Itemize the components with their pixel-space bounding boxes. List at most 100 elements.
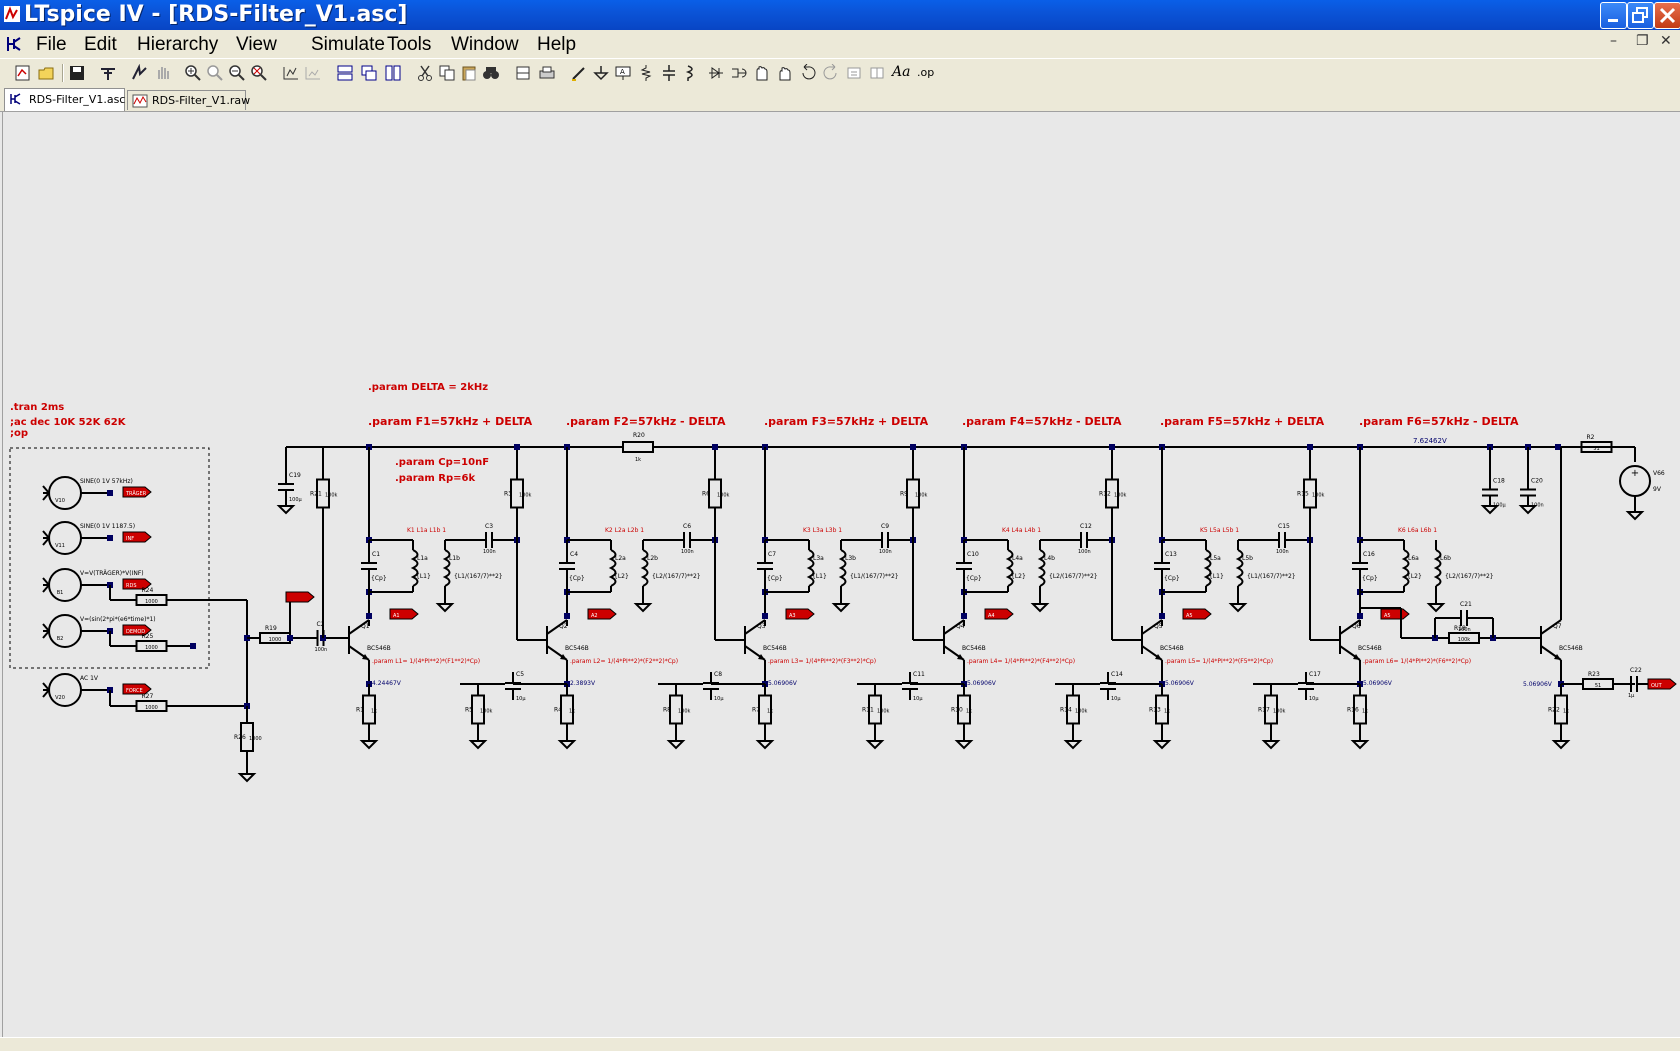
resistor-ref: R12 bbox=[1099, 491, 1111, 498]
window-title: LTspice IV - [RDS-Filter_V1.asc] bbox=[24, 2, 408, 27]
net-flag-label: A5 bbox=[1186, 613, 1193, 619]
zoom-out-icon[interactable] bbox=[228, 64, 246, 82]
resistor-ref: R19 bbox=[265, 625, 277, 632]
menu-edit[interactable]: Edit bbox=[84, 34, 117, 55]
ground-symbol bbox=[755, 740, 775, 750]
menu-help[interactable]: Help bbox=[537, 34, 577, 55]
mdi-restore-button[interactable]: ❐ bbox=[1636, 33, 1649, 49]
resistor-emitter bbox=[560, 694, 574, 725]
capacitor-value: 100µ bbox=[289, 497, 303, 503]
source-ref: V11 bbox=[55, 543, 65, 549]
output-flag bbox=[785, 608, 815, 620]
redo-icon[interactable] bbox=[822, 64, 840, 82]
move-icon[interactable] bbox=[753, 64, 771, 82]
schematic-drawing[interactable]: .tran 2ms;ac dec 10K 52K 62K;op.param DE… bbox=[3, 112, 1679, 1037]
autorange-icon[interactable] bbox=[282, 64, 300, 82]
document-tabs: RDS-Filter_V1.asc RDS-Filter_V1.raw bbox=[0, 87, 1680, 112]
transistor-ref: Q3 bbox=[757, 623, 766, 630]
rotate-icon[interactable] bbox=[845, 64, 863, 82]
directive-tran: .tran 2ms bbox=[10, 402, 64, 413]
run-icon[interactable] bbox=[130, 64, 148, 82]
cascade-icon[interactable] bbox=[360, 64, 378, 82]
resistor-ref: R18 bbox=[1454, 625, 1466, 632]
coupling-directive: K2 L2a L2b 1 bbox=[605, 527, 644, 534]
schematic-doc-icon[interactable] bbox=[5, 34, 25, 54]
capacitor-value: 100n bbox=[483, 549, 496, 555]
ground-icon[interactable] bbox=[592, 64, 610, 82]
menu-hierarchy[interactable]: Hierarchy bbox=[137, 34, 219, 55]
control-panel-icon[interactable] bbox=[99, 64, 117, 82]
capacitor-value: 100n bbox=[1458, 627, 1471, 633]
source-value: V=V(TRÄGER)*V(INF) bbox=[80, 570, 144, 577]
halt-icon[interactable] bbox=[154, 64, 172, 82]
save-icon[interactable] bbox=[68, 64, 86, 82]
spice-directive-button[interactable]: .op bbox=[917, 66, 935, 79]
inductor-ref: L2a bbox=[615, 555, 626, 562]
toolbar-separator bbox=[62, 64, 64, 82]
zoom-fit-icon[interactable] bbox=[250, 64, 268, 82]
mirror-icon[interactable] bbox=[868, 64, 886, 82]
menu-tools[interactable]: Tools bbox=[387, 34, 432, 55]
emitter-arrow bbox=[758, 654, 765, 660]
capacitor-value: 10µ bbox=[714, 696, 724, 702]
minimize-button[interactable] bbox=[1600, 2, 1627, 29]
component-icon[interactable] bbox=[730, 64, 748, 82]
text-button[interactable]: Aa bbox=[892, 64, 911, 80]
restore-button[interactable] bbox=[1627, 2, 1654, 29]
svg-text:A: A bbox=[620, 68, 625, 76]
paste-icon[interactable] bbox=[460, 64, 478, 82]
cut-icon[interactable] bbox=[416, 64, 434, 82]
inductor-b bbox=[1235, 549, 1244, 587]
net-flag-label: A5 bbox=[1384, 613, 1391, 619]
mdi-close-button[interactable]: ✕ bbox=[1660, 33, 1672, 49]
transistor-ref: Q5 bbox=[1154, 623, 1163, 630]
resistor-ref: R16 bbox=[1347, 707, 1359, 714]
resistor-r26 bbox=[240, 722, 254, 752]
zoom-pan-icon[interactable] bbox=[206, 64, 224, 82]
capacitor-value: 100n bbox=[1531, 503, 1544, 509]
capacitor-ref: C5 bbox=[516, 671, 524, 678]
print-preview-icon[interactable] bbox=[514, 64, 532, 82]
inductor-icon[interactable] bbox=[682, 64, 700, 82]
drag-icon[interactable] bbox=[776, 64, 794, 82]
ground-symbol bbox=[1480, 505, 1500, 515]
resistor-value: 100k bbox=[877, 709, 890, 715]
capacitor-icon[interactable] bbox=[660, 64, 678, 82]
stage-param-4: .param F4=57kHz - DELTA bbox=[962, 415, 1122, 428]
tab-schematic[interactable]: RDS-Filter_V1.asc bbox=[4, 88, 125, 111]
menu-window[interactable]: Window bbox=[451, 34, 519, 55]
diode-icon[interactable] bbox=[707, 64, 725, 82]
tab-waveform[interactable]: RDS-Filter_V1.raw bbox=[127, 90, 250, 110]
resistor-base bbox=[1066, 694, 1080, 725]
resistor-emitter bbox=[362, 694, 376, 725]
inductor-ref: L1b bbox=[449, 555, 460, 562]
resistor-icon[interactable] bbox=[637, 64, 655, 82]
junction bbox=[1159, 613, 1165, 619]
zoom-in-icon[interactable] bbox=[184, 64, 202, 82]
find-icon[interactable] bbox=[482, 64, 500, 82]
resistor-emitter bbox=[957, 694, 971, 725]
print-icon[interactable] bbox=[538, 64, 556, 82]
tile-vertical-icon[interactable] bbox=[384, 64, 402, 82]
resistor-value: 51 bbox=[1593, 446, 1599, 452]
schematic-canvas[interactable]: .tran 2ms;ac dec 10K 52K 62K;op.param DE… bbox=[2, 112, 1679, 1037]
tile-horizontal-icon[interactable] bbox=[336, 64, 354, 82]
menu-simulate[interactable]: Simulate bbox=[311, 34, 385, 55]
capacitor-ref: C16 bbox=[1363, 551, 1375, 558]
capacitor-value: 10µ bbox=[516, 696, 526, 702]
menu-view[interactable]: View bbox=[236, 34, 277, 55]
grid-icon[interactable] bbox=[304, 64, 322, 82]
undo-icon[interactable] bbox=[799, 64, 817, 82]
menu-file[interactable]: File bbox=[36, 34, 67, 55]
mdi-minimize-button[interactable]: – bbox=[1610, 33, 1617, 49]
emitter-arrow bbox=[1554, 654, 1561, 660]
voltage-source-2 bbox=[48, 521, 82, 555]
close-button[interactable] bbox=[1654, 2, 1680, 29]
label-net-icon[interactable]: A bbox=[614, 64, 632, 82]
new-schematic-icon[interactable] bbox=[14, 64, 32, 82]
voltage-source-4 bbox=[48, 614, 82, 648]
draw-wire-icon[interactable] bbox=[570, 64, 588, 82]
open-icon[interactable] bbox=[38, 64, 56, 82]
coupling-directive: K3 L3a L3b 1 bbox=[803, 527, 842, 534]
copy-icon[interactable] bbox=[438, 64, 456, 82]
